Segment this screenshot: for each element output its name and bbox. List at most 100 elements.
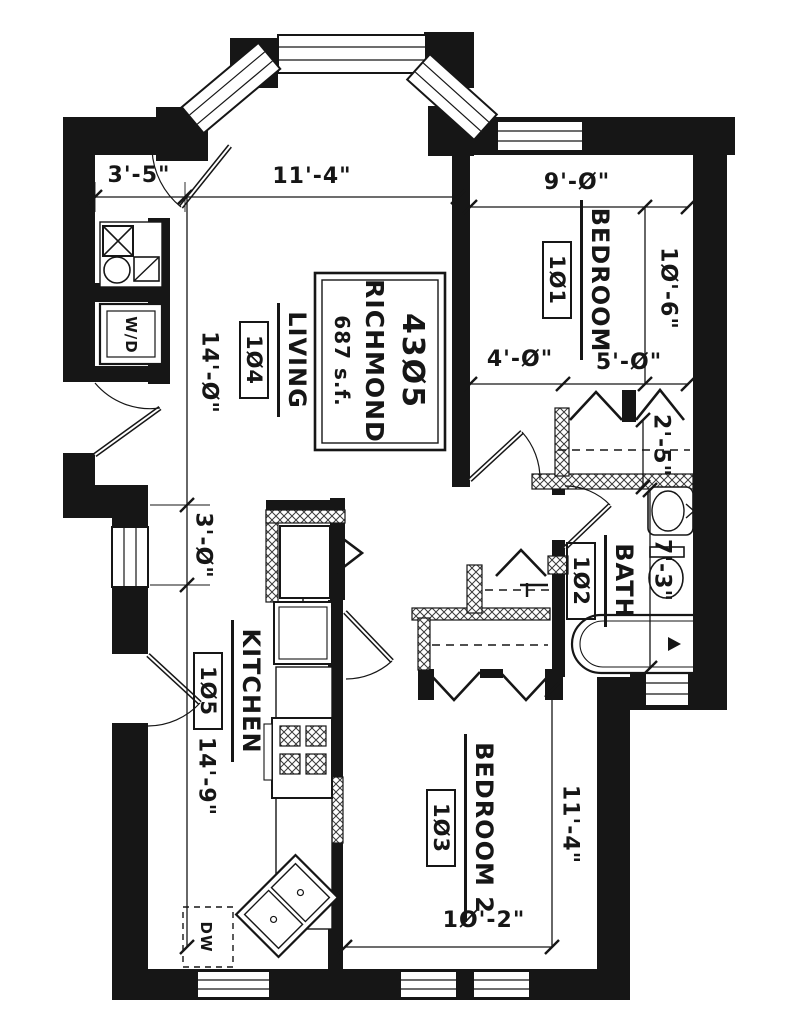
bifold-bedroom2-closet-right xyxy=(499,671,553,702)
stove xyxy=(263,717,333,799)
closet-post-4 xyxy=(622,390,636,422)
dim-hall-width: 4'-Ø" xyxy=(486,347,554,372)
dim-bedroom2-width: 1Ø'-2" xyxy=(442,908,526,933)
bifold-doors xyxy=(333,387,686,702)
bath-door xyxy=(563,485,612,550)
bay-window-center xyxy=(277,34,427,74)
burner xyxy=(279,753,301,775)
kitchen-west-window xyxy=(111,526,149,588)
wall-living-bedroom-divider xyxy=(452,117,470,487)
bedroom1-door xyxy=(468,430,541,482)
dim-closet-width: 5'-Ø" xyxy=(595,350,663,375)
bedroom1-window xyxy=(496,120,584,152)
hatch-corner xyxy=(547,555,569,575)
kitchen-number: 1Ø5 xyxy=(193,651,223,731)
title-address-number: 43Ø5 xyxy=(395,312,430,410)
wall-kitchen-west-3 xyxy=(112,723,148,971)
label-bedroom2: BEDROOM 2 1Ø3 xyxy=(426,734,498,922)
bay-window-left xyxy=(180,41,282,135)
bedroom2-name: BEDROOM 2 xyxy=(464,734,498,922)
doors xyxy=(93,144,690,928)
bath-name: BATH xyxy=(604,535,638,627)
wall-kitchen-west-2 xyxy=(112,587,148,654)
bifold-hall-closet xyxy=(495,548,547,577)
hatch-nook-top xyxy=(265,509,346,524)
south-window-3 xyxy=(472,970,531,999)
bifold-pantry xyxy=(333,530,365,575)
title-box xyxy=(313,271,447,452)
kitchen-door xyxy=(146,653,202,727)
bath-number: 1Ø2 xyxy=(566,541,596,621)
wall-bedroom2-east xyxy=(597,677,630,969)
dim-bedroom2-depth: 11'-4" xyxy=(557,784,583,865)
bath-sink xyxy=(647,486,696,536)
dishwasher-label: DW xyxy=(197,921,215,953)
wall-east xyxy=(693,150,727,669)
toilet xyxy=(648,546,685,599)
washer-dryer-label: W/D xyxy=(122,316,140,354)
dim-kitchen-window: 3'-Ø" xyxy=(190,512,216,579)
pantry-shelves xyxy=(99,221,163,288)
hatch-closet-west xyxy=(554,407,570,477)
south-window-2 xyxy=(399,970,458,999)
title-street: RICHMOND xyxy=(360,279,389,443)
walls xyxy=(63,32,735,1000)
bathtub xyxy=(570,613,693,675)
burner xyxy=(305,725,327,747)
bifold-bedroom2-closet-left xyxy=(427,671,481,702)
label-kitchen: KITCHEN 1Ø5 xyxy=(193,620,265,762)
fixtures xyxy=(98,221,696,968)
closet-post-2 xyxy=(480,669,503,678)
dimension-lines xyxy=(87,182,696,955)
label-bedroom1: BEDROOM 1Ø1 xyxy=(542,199,614,361)
bedroom2-door xyxy=(343,610,394,680)
dim-living-depth: 14'-Ø" xyxy=(196,331,222,414)
wall-bath-jamb xyxy=(552,487,565,495)
dim-living-width: 11'-4" xyxy=(272,164,352,189)
dim-bedroom1-width: 9'-Ø" xyxy=(543,170,611,195)
dim-alcove-width: 3'-5" xyxy=(107,163,171,188)
bedroom1-name: BEDROOM xyxy=(580,199,614,361)
south-window-1 xyxy=(196,970,271,999)
burner xyxy=(279,725,301,747)
rod-bracket xyxy=(520,583,548,597)
kitchen-name: KITCHEN xyxy=(231,620,265,762)
refrigerator xyxy=(273,601,333,665)
wall-south xyxy=(112,969,532,1000)
hatch-bed2-closet-west xyxy=(417,617,431,671)
label-living: LIVING 1Ø4 xyxy=(239,303,311,417)
title-block: 43Ø5 RICHMOND 687 s.f. xyxy=(320,276,440,446)
living-number: 1Ø4 xyxy=(239,320,269,400)
kitchen-sink xyxy=(234,853,340,959)
title-area: 687 s.f. xyxy=(330,315,354,407)
wall-below-wd xyxy=(95,366,170,382)
dim-closet-depth: 2'-5" xyxy=(648,414,674,477)
hatch-closet-south xyxy=(531,473,694,490)
hatch-hall-closet xyxy=(466,564,483,614)
living-name: LIVING xyxy=(277,303,311,417)
bay-window-right xyxy=(405,52,499,142)
windows xyxy=(111,34,690,999)
dim-bedroom1-depth: 1Ø'-6" xyxy=(655,247,681,330)
wall-kitchen-west-1 xyxy=(112,485,148,529)
bifold-bedroom1-closet-right xyxy=(634,387,686,421)
bedroom1-number: 1Ø1 xyxy=(542,240,572,320)
dimension-ticks xyxy=(87,189,696,955)
pantry-cabinet xyxy=(279,525,331,599)
wall-alcove-divider xyxy=(95,283,170,302)
washer-dryer xyxy=(98,302,164,366)
label-bath: BATH 1Ø2 xyxy=(566,535,638,627)
bifold-bedroom1-closet-left xyxy=(569,390,623,421)
wall-west-upper xyxy=(63,117,95,382)
burner xyxy=(305,753,327,775)
bath-window xyxy=(644,671,690,707)
tub-faucet xyxy=(668,637,681,651)
hatched-walls xyxy=(265,407,694,844)
dishwasher-box xyxy=(182,906,234,968)
dim-bath-depth: 7'-3" xyxy=(649,539,675,602)
entry-door xyxy=(93,382,162,458)
wall-nook-north xyxy=(266,500,343,512)
hatch-nook-west xyxy=(265,509,279,603)
